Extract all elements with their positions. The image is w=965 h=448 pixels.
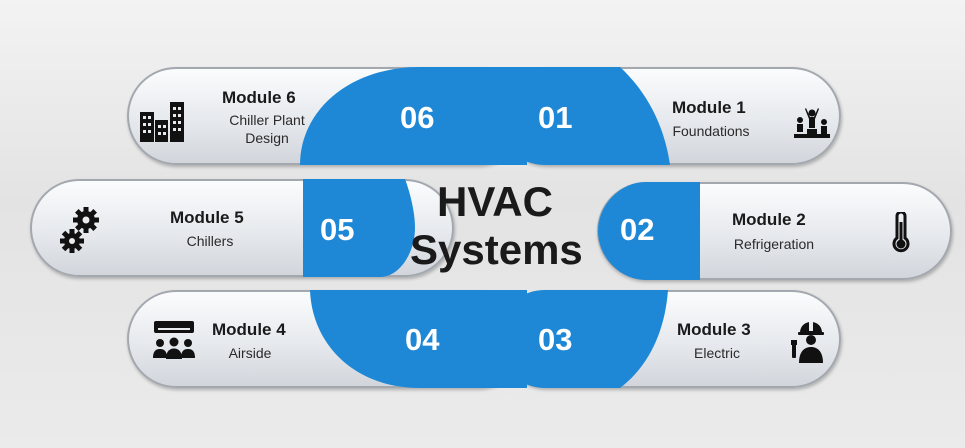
- segment-05: [303, 179, 415, 277]
- segment-02: [598, 182, 700, 280]
- module-1-number: 01: [538, 100, 573, 135]
- air-conditioner-people-icon: [153, 321, 195, 359]
- module-5-title: Module 5: [170, 208, 244, 227]
- module-6-subtitle: Chiller Plant Design: [212, 111, 322, 147]
- module-3-number: 03: [538, 322, 573, 357]
- segment-06: [300, 67, 527, 165]
- center-title: HVAC Systems: [410, 178, 583, 274]
- buildings-icon: [140, 102, 184, 142]
- module-4-title: Module 4: [212, 320, 286, 339]
- module-5-subtitle: Chillers: [186, 233, 234, 249]
- segment-03: [497, 290, 668, 388]
- module-2-subtitle: Refrigeration: [733, 236, 815, 252]
- module-6-subtitle-line2: Design: [245, 130, 289, 146]
- electrician-worker-icon: [791, 322, 824, 363]
- module-4-number: 04: [405, 322, 440, 357]
- module-1-title: Module 1: [672, 98, 746, 117]
- module-6-subtitle-line1: Chiller Plant: [229, 112, 305, 128]
- gears-icon: [60, 207, 99, 253]
- module-5-number: 05: [320, 212, 355, 247]
- module-6-title: Module 6: [222, 88, 296, 107]
- people-celebrating-icon: [794, 108, 830, 138]
- module-4-subtitle: Airside: [228, 345, 272, 361]
- thermometer-icon: [892, 212, 910, 253]
- module-3-title: Module 3: [677, 320, 751, 339]
- segment-04: [310, 290, 527, 388]
- module-2-title: Module 2: [732, 210, 806, 229]
- center-title-line1: HVAC: [437, 178, 553, 225]
- center-title-line2: Systems: [410, 226, 583, 273]
- module-3-subtitle: Electric: [694, 345, 740, 361]
- module-2-number: 02: [620, 212, 655, 247]
- module-6-number: 06: [400, 100, 435, 135]
- module-1-subtitle: Foundations: [672, 123, 750, 139]
- segment-01: [497, 67, 670, 165]
